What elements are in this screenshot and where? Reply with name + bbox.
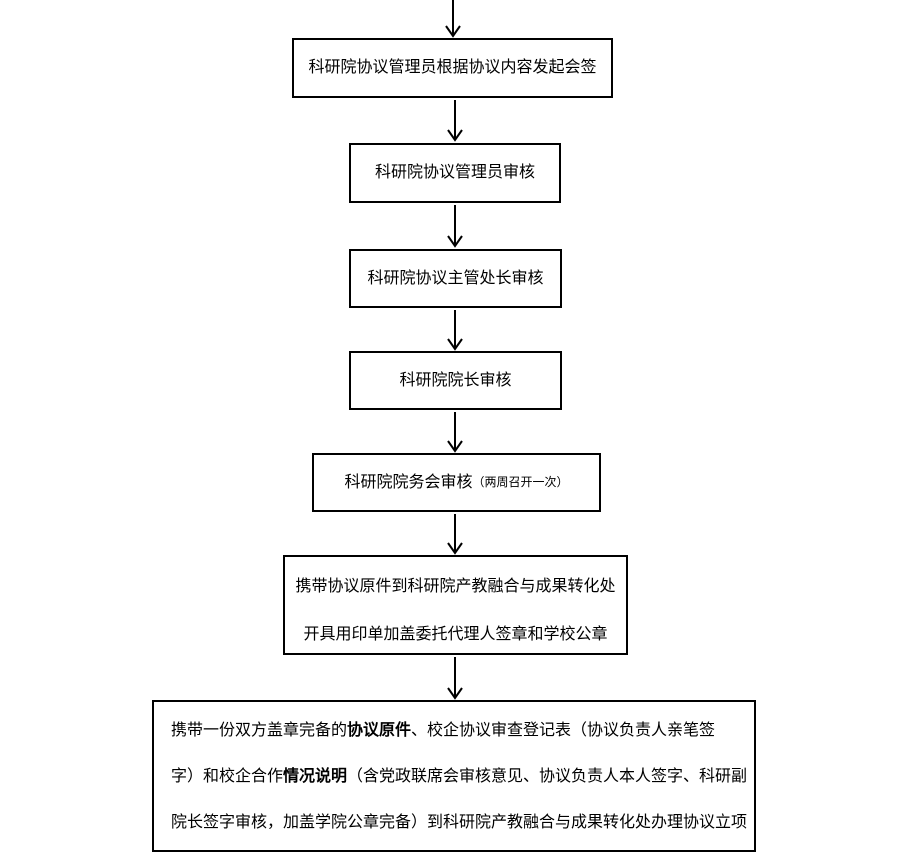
- step-project-filing: 携带一份双方盖章完备的协议原件、校企协议审查登记表（协议负责人亲笔签 字）和校企…: [152, 700, 756, 852]
- down-arrow-icon-3: [447, 310, 463, 351]
- step-project-filing-line2: 字）和校企合作情况说明（含党政联席会审核意见、协议负责人本人签字、科研副: [171, 768, 748, 785]
- step-project-filing-line3: 院长签字审核，加盖学院公章完备）到科研院产教融合与成果转化处办理协议立项: [171, 814, 748, 831]
- step-council-review: 科研院院务会审核（两周召开一次）: [312, 453, 601, 512]
- step-admin-review: 科研院协议管理员审核: [349, 143, 561, 203]
- step-council-review-note: （两周召开一次）: [472, 475, 569, 490]
- step-admin-review-label: 科研院协议管理员审核: [374, 164, 535, 182]
- down-arrow-icon-0: [445, 0, 461, 38]
- down-arrow-icon-1: [447, 100, 463, 142]
- step-chief-review: 科研院协议主管处长审核: [349, 249, 562, 308]
- down-arrow-icon-6: [447, 657, 463, 700]
- down-arrow-icon-2: [447, 205, 463, 248]
- step-dean-review: 科研院院长审核: [349, 351, 562, 410]
- step-initiate-countersign-label: 科研院协议管理员根据协议内容发起会签: [308, 59, 597, 77]
- step-chief-review-label: 科研院协议主管处长审核: [367, 269, 544, 287]
- down-arrow-icon-5: [447, 514, 463, 555]
- step-seal-application-line2: 开具用印单加盖委托代理人签章和学校公章: [303, 626, 608, 643]
- step-council-review-label: 科研院院务会审核: [344, 473, 473, 491]
- step-dean-review-label: 科研院院长审核: [399, 371, 512, 389]
- down-arrow-icon-4: [447, 412, 463, 453]
- step-initiate-countersign: 科研院协议管理员根据协议内容发起会签: [292, 38, 613, 98]
- step-seal-application-line1: 携带协议原件到科研院产教融合与成果转化处: [295, 578, 616, 595]
- step-project-filing-line1: 携带一份双方盖章完备的协议原件、校企协议审查登记表（协议负责人亲笔签: [171, 722, 716, 739]
- step-seal-application: 携带协议原件到科研院产教融合与成果转化处 开具用印单加盖委托代理人签章和学校公章: [283, 555, 628, 655]
